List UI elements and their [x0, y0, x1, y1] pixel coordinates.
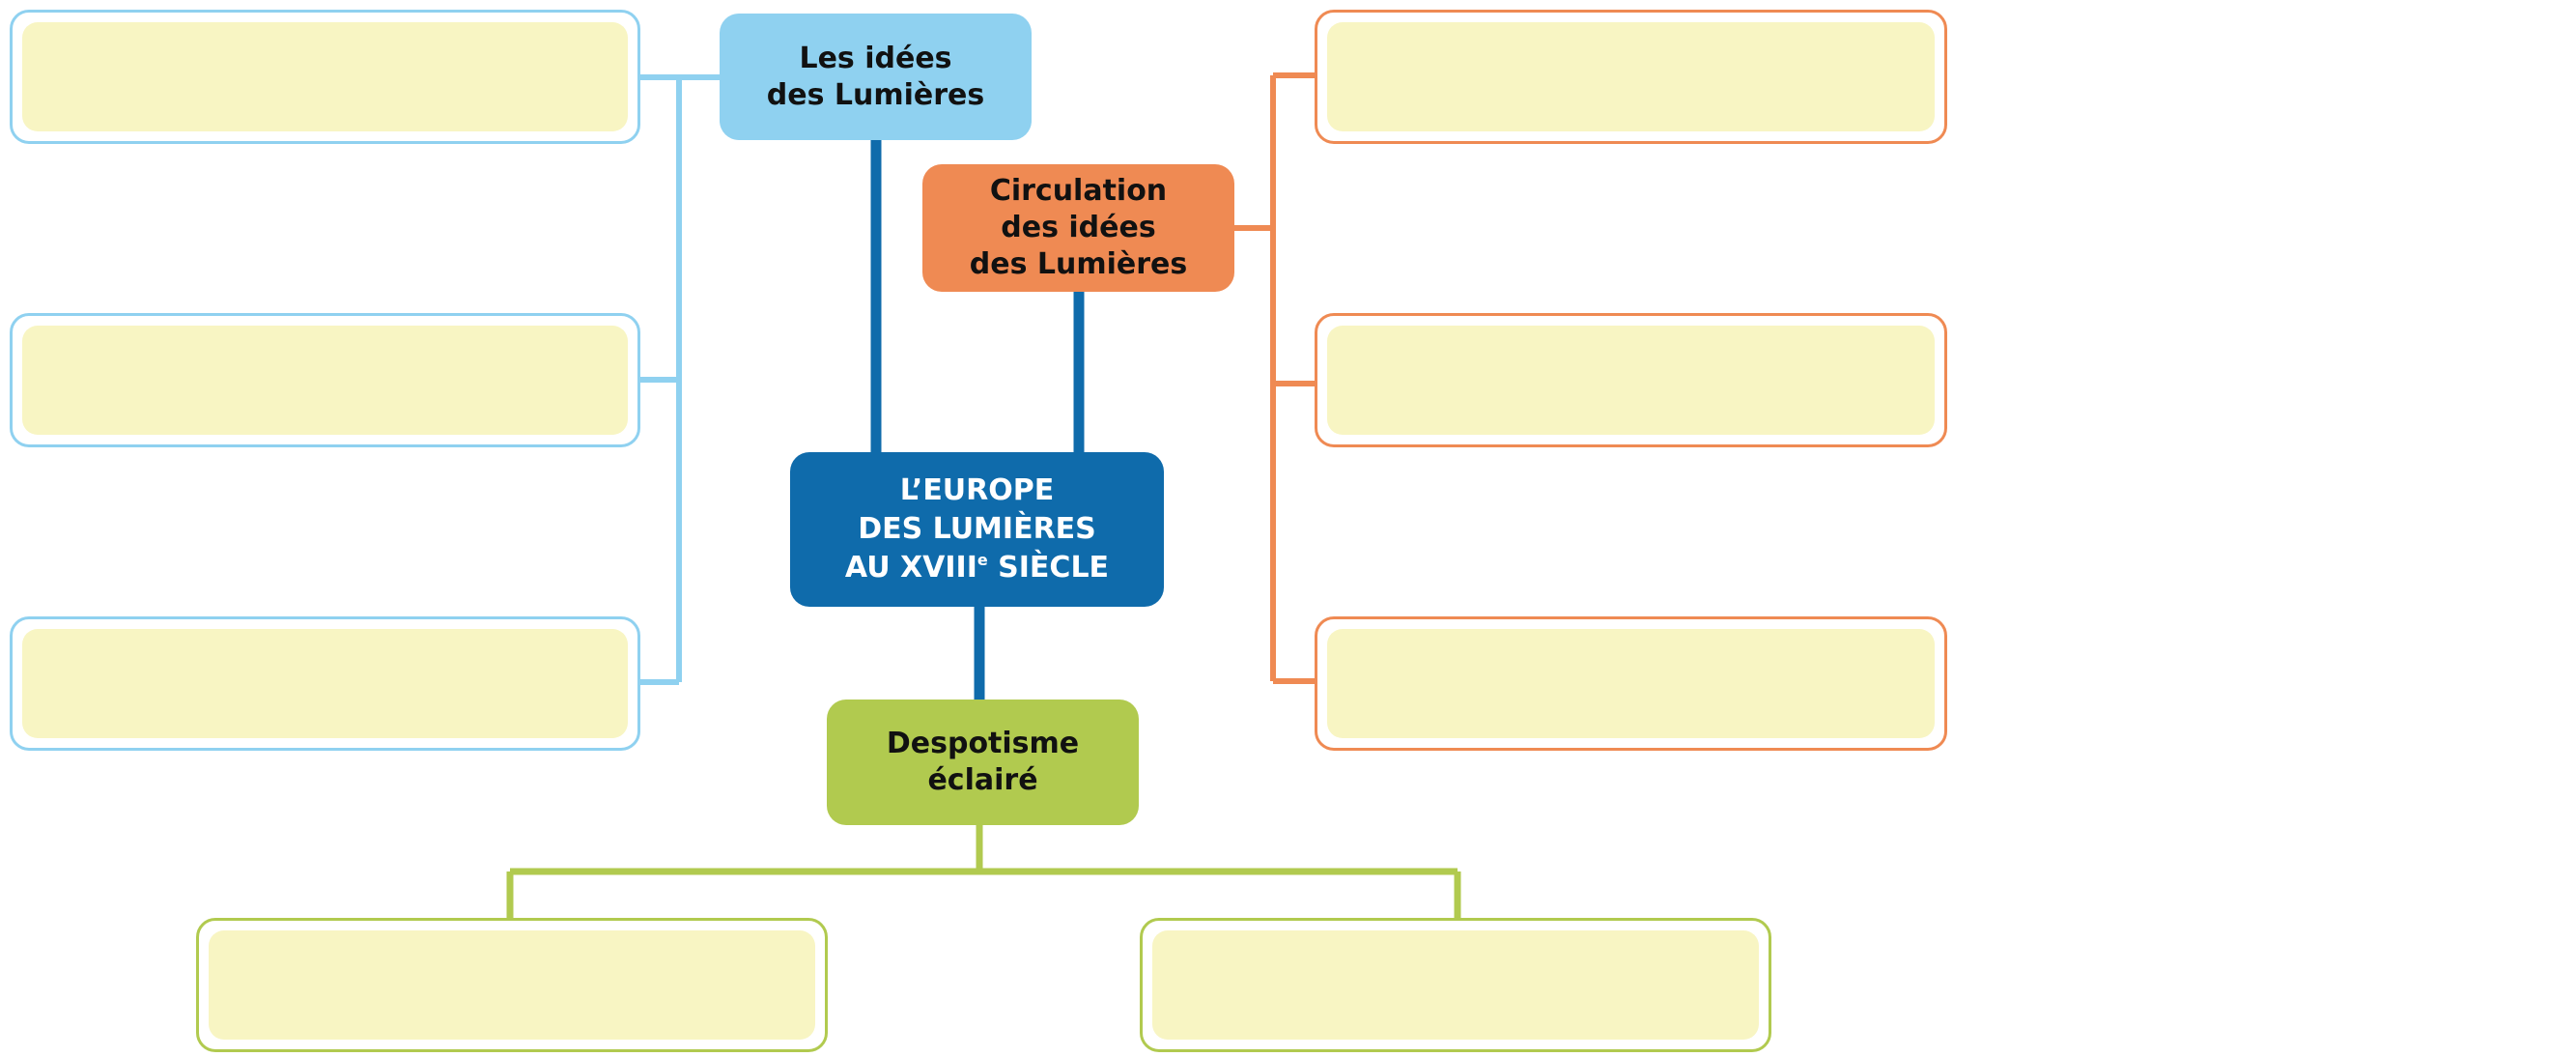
- idees-des-lumieres-node: Les idées des Lumières: [720, 14, 1032, 140]
- answer-field[interactable]: [1327, 326, 1935, 435]
- idees-connectors: [637, 74, 720, 685]
- node-label-line: Circulation: [989, 174, 1168, 208]
- idees-answer-box-3[interactable]: [10, 616, 640, 751]
- answer-field[interactable]: [22, 326, 628, 435]
- circulation-answer-box-3[interactable]: [1315, 616, 1947, 751]
- node-label-line: des Lumières: [969, 247, 1188, 281]
- node-label-line: AU XVIIIe SIÈCLE: [845, 549, 1109, 587]
- answer-field[interactable]: [22, 22, 628, 131]
- europe-connectors: [870, 140, 1085, 701]
- century-superscript: e: [977, 551, 988, 569]
- despotisme-connectors: [506, 825, 1461, 920]
- idees-answer-box-1[interactable]: [10, 10, 640, 144]
- answer-field[interactable]: [1327, 629, 1935, 738]
- answer-field[interactable]: [209, 930, 815, 1040]
- europe-des-lumieres-central-node: L’EUROPE DES LUMIÈRES AU XVIIIe SIÈCLE: [790, 452, 1164, 607]
- circulation-des-idees-node: Circulation des idées des Lumières: [922, 164, 1234, 292]
- node-label-line: L’EUROPE: [899, 473, 1055, 507]
- circulation-connectors: [1234, 72, 1316, 684]
- answer-field[interactable]: [22, 629, 628, 738]
- idees-answer-box-2[interactable]: [10, 313, 640, 447]
- circulation-answer-box-2[interactable]: [1315, 313, 1947, 447]
- despotisme-answer-box-2[interactable]: [1140, 918, 1771, 1052]
- circulation-answer-box-1[interactable]: [1315, 10, 1947, 144]
- node-label-line: éclairé: [927, 763, 1038, 797]
- answer-field[interactable]: [1152, 930, 1759, 1040]
- node-label-line: des Lumières: [766, 77, 985, 112]
- answer-field[interactable]: [1327, 22, 1935, 131]
- node-label-line: DES LUMIÈRES: [858, 512, 1096, 546]
- century-text: AU XVIII: [844, 551, 977, 585]
- node-label-line: des idées: [1001, 211, 1156, 244]
- despotisme-eclaire-node: Despotisme éclairé: [827, 700, 1139, 825]
- node-label-line: Les idées: [799, 41, 952, 75]
- despotisme-answer-box-1[interactable]: [196, 918, 828, 1052]
- node-label-line: Despotisme: [886, 727, 1080, 760]
- siecle-text: SIÈCLE: [987, 551, 1110, 585]
